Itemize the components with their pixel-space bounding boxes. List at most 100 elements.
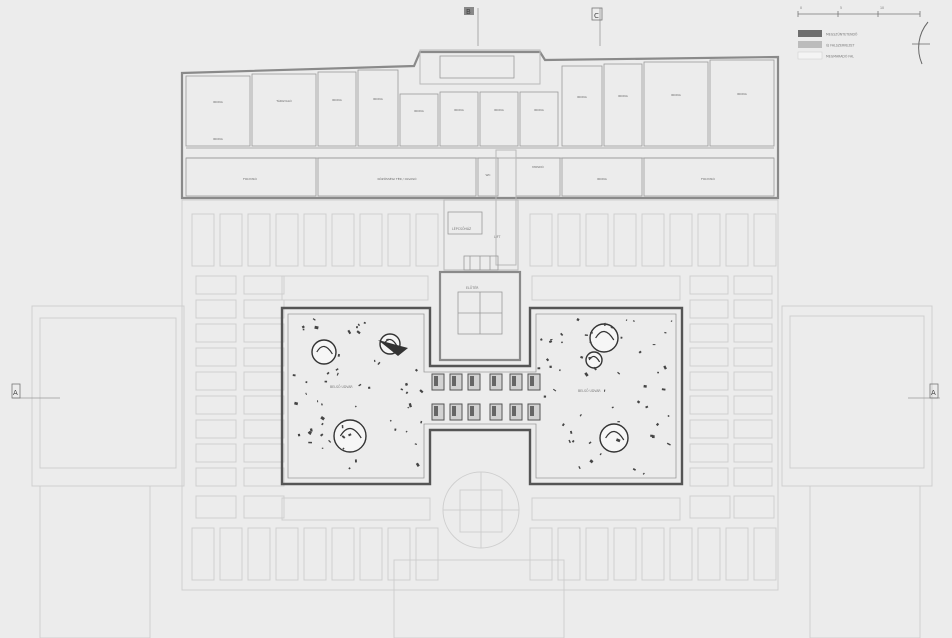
ground-detail: [560, 332, 564, 336]
lower-cell: [387, 213, 411, 267]
lower-cell: [387, 527, 411, 581]
lower-cell: [689, 395, 729, 415]
lower-cell: [195, 371, 237, 391]
ground-detail: [292, 374, 296, 377]
courtyard-label-left: BELSŐ UDVAR: [330, 384, 353, 389]
ground-detail: [321, 447, 324, 449]
ground-detail: [389, 419, 392, 422]
planter-shadow: [512, 406, 516, 416]
room-label: IRODA: [534, 108, 545, 112]
ground-detail: [386, 338, 390, 341]
section-marker-a-right-label: A: [931, 389, 936, 397]
room-label: FOLYOSÓ: [243, 176, 257, 181]
room-label: FOLYOSÓ: [701, 176, 715, 181]
lower-cell: [689, 275, 729, 295]
lower-cell: [689, 371, 729, 391]
lower-cell: [243, 275, 285, 295]
ground-detail: [545, 358, 550, 362]
lower-cell: [359, 527, 383, 581]
ground-detail: [610, 326, 614, 329]
lower-cell: [753, 527, 777, 581]
lower-cell: [641, 527, 665, 581]
ground-detail: [354, 459, 357, 463]
planter-shadow: [452, 406, 456, 416]
lower-floor-outline: [181, 199, 779, 638]
ground-detail: [632, 467, 637, 471]
ground-detail: [348, 467, 351, 470]
ground-detail: [321, 422, 324, 426]
scale-bar: 0 5 10: [797, 6, 921, 17]
ground-detail: [355, 326, 358, 329]
ground-detail: [590, 332, 593, 334]
legend-swatch-1: [798, 41, 822, 48]
lower-cell: [733, 443, 773, 463]
planter-shadow: [470, 406, 474, 416]
ground-detail: [337, 353, 341, 357]
lower-cell: [195, 395, 237, 415]
lower-cell: [531, 497, 681, 521]
ground-detail: [552, 388, 557, 392]
lower-cell: [531, 275, 681, 301]
ground-detail: [348, 433, 352, 437]
central-core: ELŐTÉR: [438, 270, 522, 362]
ground-detail: [559, 369, 561, 372]
lower-cell: [733, 275, 773, 295]
lower-cell: [243, 323, 285, 343]
lower-cell: [243, 495, 285, 519]
ground-detail: [625, 319, 628, 321]
lower-cell: [303, 213, 327, 267]
lower-cell: [585, 527, 609, 581]
ground-detail: [661, 388, 666, 391]
ground-detail: [599, 453, 602, 456]
ground-detail: [655, 422, 660, 427]
lower-cell: [733, 467, 773, 487]
section-marker-a-right: A: [908, 383, 940, 399]
room-label: IRODA: [454, 108, 465, 112]
ground-detail: [405, 430, 408, 433]
room-label: IRODA: [671, 93, 682, 97]
ground-detail: [342, 447, 345, 450]
planter-shadow: [470, 376, 474, 386]
ground-detail: [335, 368, 339, 371]
office-room: [643, 61, 709, 147]
lower-cell: [243, 395, 285, 415]
ground-detail: [414, 443, 418, 446]
room-label: TÁRGYALÓ: [275, 98, 292, 103]
courtyard-terrace: BELSŐ UDVAR BELSŐ UDVAR: [280, 306, 684, 486]
legend-label-2: MEGMARADÓ FAL: [826, 54, 854, 59]
lower-cell: [243, 371, 285, 391]
tree-branch: [316, 345, 333, 355]
office-room: [603, 63, 643, 147]
legend-swatch-2: [797, 51, 823, 60]
tree-branch: [595, 330, 615, 341]
ground-detail: [615, 438, 621, 443]
tree-branch: [605, 430, 625, 441]
lower-cell: [243, 419, 285, 439]
lower-cell: [247, 213, 271, 267]
legend: MEGSZÜNTETENDŐ ÚJ FALSZERKEZET MEGMARADÓ…: [797, 30, 858, 60]
ground-detail: [324, 380, 328, 383]
ground-detail: [420, 420, 423, 424]
planter-shadow: [434, 406, 438, 416]
tree-icon: [333, 419, 367, 453]
ground-detail: [657, 371, 659, 374]
lower-cell: [733, 323, 773, 343]
ground-detail: [341, 435, 346, 439]
ground-detail: [297, 433, 301, 437]
lower-cell: [733, 371, 773, 391]
ground-detail: [320, 433, 324, 437]
ground-detail: [650, 434, 654, 438]
stair-label: LÉPCSŐHÁZ: [452, 226, 472, 231]
lower-cell: [195, 347, 237, 367]
ground-detail: [358, 383, 362, 387]
ground-detail: [341, 425, 344, 429]
lower-cell: [613, 527, 637, 581]
lower-cell: [191, 527, 215, 581]
office-room: [709, 59, 775, 147]
room-label: IRODA: [332, 98, 343, 102]
ground-detail: [632, 320, 635, 322]
lower-cell: [689, 323, 729, 343]
ground-detail: [356, 330, 361, 335]
ground-detail: [540, 338, 543, 341]
office-room: [317, 71, 357, 147]
